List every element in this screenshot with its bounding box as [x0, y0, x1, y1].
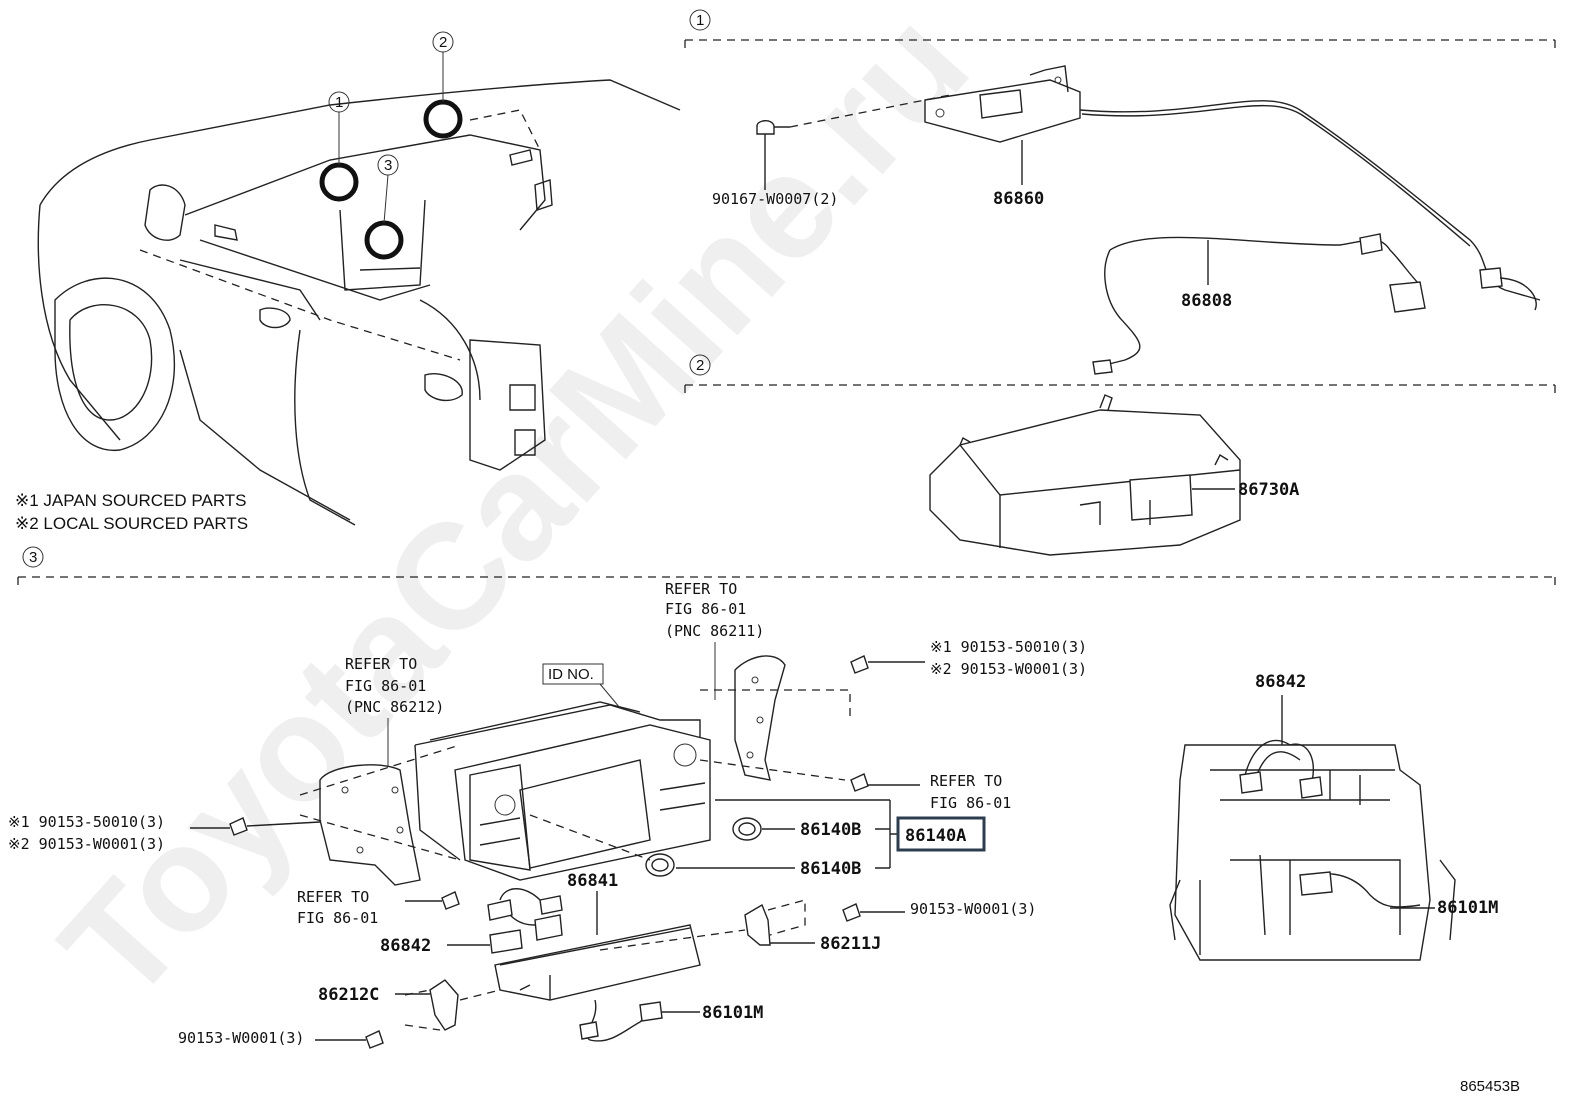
marker-label-3: 3	[384, 157, 392, 174]
label-bolt-top-1: ※1 90153-50010(3)	[930, 638, 1087, 656]
section-1-badge	[689, 9, 711, 31]
ref-id: 865453B	[1460, 1078, 1520, 1095]
marker-badge-2	[432, 31, 454, 53]
box-86841	[494, 924, 701, 1001]
label-bolt-top-2: ※2 90153-W0001(3)	[930, 660, 1087, 678]
label-bolt-left-2: ※2 90153-W0001(3)	[8, 835, 165, 853]
marker-label-2: 2	[439, 34, 447, 51]
label-bracket-right: 86211J	[820, 934, 881, 954]
refer-bottom-line1: REFER TO	[297, 888, 369, 906]
refer-top-line3: (PNC 86211)	[665, 622, 764, 640]
section-3: 3 REFER TO FIG 86-01 (PNC 86211) REFER T…	[8, 546, 1556, 1049]
refer-right-line2: FIG 86-01	[930, 794, 1011, 812]
marker-label-1: 1	[335, 94, 343, 111]
id-no-label: ID NO.	[548, 666, 594, 683]
assembly-box	[896, 816, 986, 852]
label-86860: 86860	[993, 189, 1044, 209]
location-circle-3	[364, 220, 404, 260]
label-detail-cable: 86101M	[1437, 898, 1498, 918]
bolt-right	[850, 773, 869, 792]
bracket-right-86211	[734, 655, 786, 781]
label-bolt-right: 90153-W0001(3)	[910, 900, 1036, 918]
refer-right-line1: REFER TO	[930, 772, 1002, 790]
label-knob-upper: 86140B	[800, 820, 861, 840]
detail-view: 86842 86101M	[1169, 672, 1498, 961]
section-3-label: 3	[29, 549, 37, 566]
bolt-bottom	[365, 1030, 384, 1049]
note-japan: ※1 JAPAN SOURCED PARTS	[15, 491, 247, 510]
location-circle-2	[423, 99, 463, 139]
car-interior-illustration	[37, 79, 681, 526]
location-circle-1	[319, 162, 359, 202]
label-86808: 86808	[1181, 291, 1232, 311]
label-box: 86841	[567, 871, 618, 891]
section-2: 2 86730A	[684, 354, 1556, 556]
knob-lower	[645, 853, 675, 877]
refer-left-line2: FIG 86-01	[345, 677, 426, 695]
label-assembly: 86140A	[905, 826, 966, 846]
marker-badge-3	[377, 154, 399, 176]
label-bracket-left: 86212C	[318, 985, 379, 1005]
bolt-left	[229, 817, 248, 836]
label-bolt-left-1: ※1 90153-50010(3)	[8, 813, 165, 831]
label-detail-connector: 86842	[1255, 672, 1306, 692]
bracket-left-86212	[319, 764, 421, 886]
refer-left-line3: (PNC 86212)	[345, 698, 444, 716]
refer-left-line1: REFER TO	[345, 655, 417, 673]
bolt-90167	[756, 120, 775, 135]
label-86730A: 86730A	[1238, 480, 1299, 500]
knob-upper	[732, 817, 762, 841]
location-markers: 1 2 3	[319, 31, 463, 260]
refer-bottom-line2: FIG 86-01	[297, 909, 378, 927]
refer-top-line2: FIG 86-01	[665, 600, 746, 618]
console-86730A	[929, 409, 1241, 556]
bolt-lower-left	[441, 891, 460, 910]
label-cable: 86101M	[702, 1003, 763, 1023]
bolt-86211J	[842, 903, 861, 922]
marker-badge-1	[328, 91, 350, 113]
bracket-86212C	[429, 979, 459, 1031]
cable-connector	[639, 1001, 663, 1022]
section-1-label: 1	[696, 12, 704, 29]
label-90167: 90167-W0007(2)	[712, 190, 838, 208]
connector-a	[487, 899, 513, 921]
section-1: 1 90167-W0007(2) 86860 86808	[684, 9, 1556, 375]
label-bolt-bottom: 90153-W0001(3)	[178, 1029, 304, 1047]
label-knob-lower: 86140B	[800, 859, 861, 879]
section-3-badge	[22, 546, 44, 568]
refer-top-line1: REFER TO	[665, 580, 737, 598]
label-connector: 86842	[380, 936, 431, 956]
note-local: ※2 LOCAL SOURCED PARTS	[15, 514, 248, 533]
bolt-top	[850, 655, 869, 674]
section-2-badge	[689, 354, 711, 376]
section-2-label: 2	[696, 357, 704, 374]
bracket-86211J	[744, 903, 771, 946]
